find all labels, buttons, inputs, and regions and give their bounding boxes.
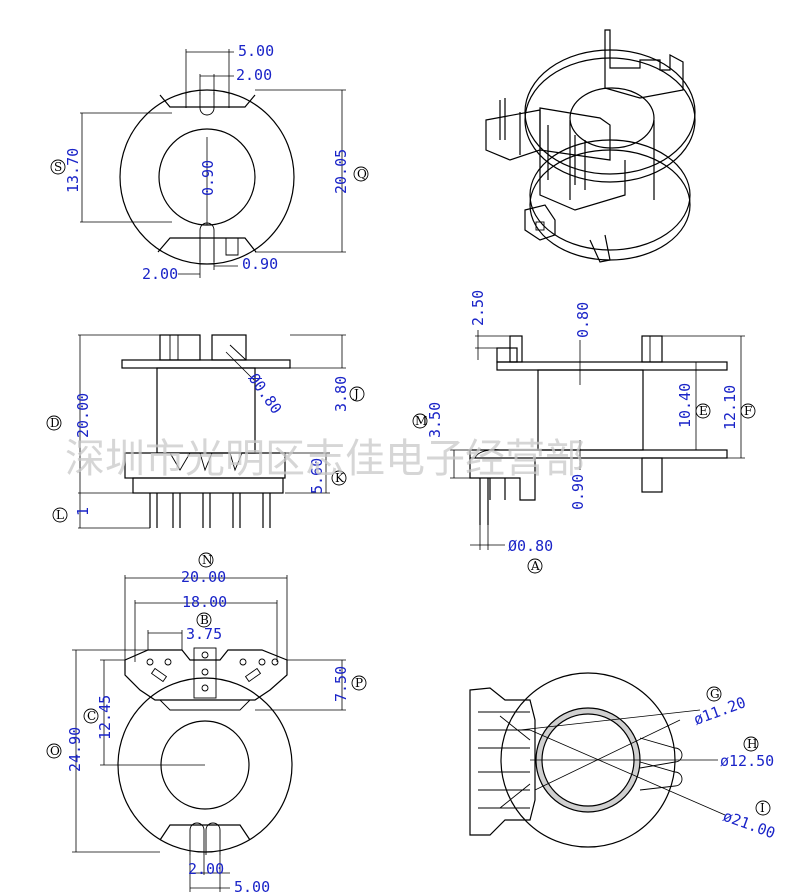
dim-bottom-18-00: 18.00 — [182, 593, 227, 611]
section-view: ø11.20 ø12.50 ø21.00 G H I — [469, 672, 778, 848]
dim-section-phi-12-50: ø12.50 — [720, 752, 774, 770]
label-H: H — [747, 737, 757, 751]
label-O: O — [50, 744, 60, 758]
label-K: K — [335, 471, 345, 485]
dim-front-phi-0-80: Ø0.80 — [508, 537, 553, 555]
label-F: F — [744, 404, 752, 418]
front-view: 2.50 0.80 3.50 10.40 12.10 0.90 Ø0.80 M … — [412, 290, 756, 574]
dim-top-5-00: 5.00 — [238, 42, 274, 60]
top-view-bottom-flange — [157, 237, 257, 253]
label-M: M — [415, 414, 427, 428]
top-view-top-slot — [185, 92, 230, 108]
label-L: L — [56, 508, 64, 522]
dim-top-0-90-bottom: 0.90 — [242, 255, 278, 273]
dim-bottom-5-00: 5.00 — [234, 878, 270, 896]
dim-bottom-3-75: 3.75 — [186, 625, 222, 643]
section-view-pin-header — [469, 687, 536, 836]
dim-bottom-20-00: 20.00 — [181, 568, 226, 586]
top-view-outer-circle — [119, 89, 295, 265]
dim-side-3-80: 3.80 — [332, 376, 350, 412]
front-view-top-flange — [496, 361, 728, 371]
label-I: I — [760, 801, 765, 815]
bottom-view: 20.00 18.00 3.75 12.45 7.50 24.90 2.00 5… — [46, 552, 367, 896]
top-view-bottom-notch — [199, 222, 215, 262]
watermark: 深圳市光明区志佳电子经营部 — [65, 436, 585, 482]
label-N: N — [202, 553, 213, 567]
label-Q: Q — [357, 167, 367, 181]
label-E: E — [699, 404, 708, 418]
dim-top-13-70: 13.70 — [64, 148, 82, 193]
top-view-top-flange — [159, 94, 256, 108]
dim-side-20-00: 20.00 — [74, 393, 92, 438]
dim-side-5-60: 5.60 — [308, 458, 326, 494]
side-view: Ø0.80 3.80 20.00 5.60 1 D J K L — [46, 334, 365, 529]
label-D: D — [50, 416, 60, 430]
top-view-top-notch — [199, 92, 215, 116]
side-view-top-flange — [121, 359, 291, 369]
dim-side-1: 1 — [74, 507, 92, 516]
dim-bottom-12-45: 12.45 — [96, 695, 114, 740]
label-C: C — [87, 709, 96, 723]
label-P: P — [355, 676, 363, 690]
dim-top-2-00-bottom: 2.00 — [142, 265, 178, 283]
dim-front-0-90: 0.90 — [569, 474, 587, 510]
dim-top-2-00: 2.00 — [236, 66, 272, 84]
dim-side-phi-0-80: Ø0.80 — [245, 370, 286, 417]
top-view-bottom-tab — [225, 238, 239, 256]
label-A: A — [530, 559, 540, 573]
dim-bottom-2-00: 2.00 — [188, 860, 224, 878]
dim-top-20-05: 20.05 — [332, 149, 350, 194]
dim-front-12-10: 12.10 — [721, 385, 739, 430]
front-view-bottom-flange — [469, 449, 728, 459]
dim-front-3-50: 3.50 — [426, 402, 444, 438]
label-J: J — [352, 387, 359, 401]
dim-front-2-50: 2.50 — [469, 290, 487, 326]
label-S: S — [54, 160, 62, 174]
dim-top-0-90: 0.90 — [199, 160, 217, 196]
dim-bottom-24-90: 24.90 — [66, 727, 84, 772]
label-B: B — [200, 613, 209, 627]
isometric-view — [485, 29, 696, 263]
top-view: 5.00 2.00 13.70 0.90 20.05 2.00 0.90 S Q — [50, 42, 369, 283]
dim-front-0-80: 0.80 — [574, 302, 592, 338]
label-G: G — [710, 687, 720, 701]
dim-bottom-7-50: 7.50 — [332, 666, 350, 702]
dim-front-10-40: 10.40 — [676, 383, 694, 428]
